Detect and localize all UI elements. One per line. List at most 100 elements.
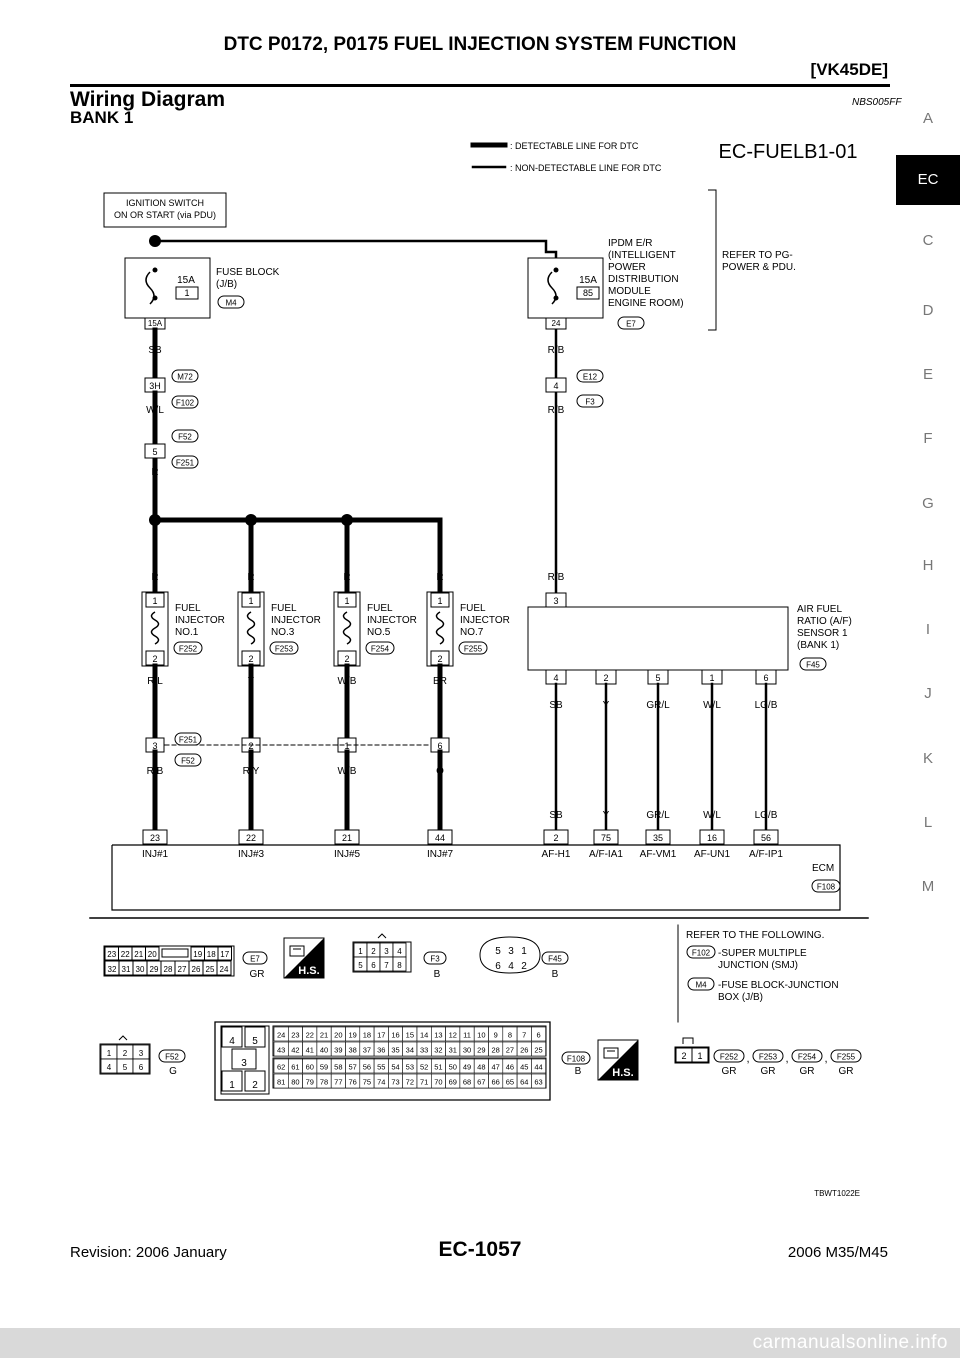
connector-f108-pin: 44 <box>534 1063 542 1072</box>
injector-label-2: NO.3 <box>271 627 295 638</box>
ecm-label-af-1: AF-H1 <box>542 849 571 860</box>
refer-tag-f102 <box>686 945 716 959</box>
connector-f108-pin: 36 <box>377 1046 385 1055</box>
connector-f45-tag-label: F45 <box>548 955 562 964</box>
side-index-g[interactable]: G <box>922 495 934 512</box>
injector-pin-top-3-label: 1 <box>344 596 349 606</box>
side-index-a[interactable]: A <box>922 110 933 127</box>
fuse-block-number-label: 1 <box>184 288 189 298</box>
connector-injector-comma-1: , <box>746 1053 749 1065</box>
ecm-pin-af-1-label: 2 <box>553 833 558 843</box>
connector-f108-cell <box>531 1026 547 1042</box>
connector-f108-pin: 28 <box>491 1046 499 1055</box>
side-index-e[interactable]: E <box>922 366 933 383</box>
injector-wire-in-label-2: R <box>247 572 254 583</box>
diagram-id: EC-FUELB1-01 <box>719 141 858 163</box>
connector-f108-pin: 43 <box>277 1046 285 1055</box>
af-sensor-pin-5-label: 6 <box>763 673 768 683</box>
hs-badge-f108-text: H.S. <box>612 1067 633 1079</box>
side-index-f[interactable]: F <box>923 430 933 447</box>
connector-e7-pin: 17 <box>220 950 229 959</box>
fuse-block-amps: 15A <box>177 275 195 286</box>
ecm-pin-af-3 <box>645 829 671 845</box>
connector-injector-tag-1 <box>713 1049 745 1063</box>
engine-model: [VK45DE] <box>810 60 888 79</box>
connector-injector-color-3: GR <box>800 1066 815 1077</box>
connector-f108-tag <box>561 1051 591 1065</box>
side-index-ec[interactable]: EC <box>896 155 960 205</box>
connector-f108-pin: 66 <box>491 1078 499 1087</box>
injector-label-1: NO.1 <box>175 627 199 638</box>
connector-f108-pin: 21 <box>320 1031 328 1040</box>
ignition-switch-box <box>103 192 227 228</box>
connector-f108-pin: 30 <box>463 1046 471 1055</box>
connector-e7-pin: 29 <box>150 965 159 974</box>
side-index-l[interactable]: L <box>923 814 933 831</box>
side-index-j[interactable]: J <box>924 685 932 702</box>
connector-f3-pin: 7 <box>384 961 389 970</box>
ipdm-dot-bottom <box>553 295 559 301</box>
af-wire-label-bottom-4: W/L <box>703 810 721 821</box>
ecm-label-inj-2: INJ#3 <box>238 849 265 860</box>
connector-f102 <box>171 395 199 409</box>
af-sensor-pin-4-label: 1 <box>709 673 714 683</box>
side-index-h[interactable]: H <box>922 557 934 574</box>
connector-f108-pin: 63 <box>534 1078 542 1087</box>
connector-f3-tag-label: F3 <box>430 955 440 964</box>
connector-f251-top <box>171 455 199 469</box>
ecm-label-af-2: A/F-IA1 <box>589 849 623 860</box>
ecm-label-inj-4: INJ#7 <box>427 849 454 860</box>
fuse-block-terminal-label: 15A <box>148 319 163 328</box>
connector-f108-pin: 8 <box>508 1031 512 1040</box>
connector-f108-pin: 55 <box>377 1063 385 1072</box>
side-index-k[interactable]: K <box>922 750 933 767</box>
connector-f108-pin: 9 <box>494 1031 498 1040</box>
connector-f108-pin: 59 <box>320 1063 328 1072</box>
connector-f52-pin: 1 <box>107 1049 112 1058</box>
connector-f108-pin: 62 <box>277 1063 285 1072</box>
injector-connector-1 <box>173 641 203 655</box>
connector-f108-pin: 70 <box>434 1078 442 1087</box>
refer-bracket <box>708 189 717 331</box>
connector-e7-pin: 18 <box>207 950 216 959</box>
connector-f108-pin: 19 <box>348 1031 356 1040</box>
connector-f45-pin: 1 <box>521 946 527 957</box>
connector-e7-pin: 19 <box>193 950 202 959</box>
connector-f108-pin: 11 <box>463 1031 471 1040</box>
connector-e7-pin: 32 <box>108 965 117 974</box>
connector-f108-pin: 27 <box>506 1046 514 1055</box>
connector-injector-tag-4-label: F255 <box>837 1053 856 1062</box>
connector-f108-pin: 12 <box>449 1031 457 1040</box>
injector-connector-3 <box>365 641 395 655</box>
side-index-d[interactable]: D <box>922 302 934 319</box>
side-index-i[interactable]: I <box>925 621 931 638</box>
connector-f52-pin: 2 <box>123 1049 128 1058</box>
af-wire-label-bottom-2: Y <box>603 810 610 821</box>
connector-f108-pin: 56 <box>363 1063 371 1072</box>
side-index-m[interactable]: M <box>921 878 935 895</box>
connector-f108-pin: 81 <box>277 1078 285 1087</box>
connector-injector-pin-1-label: 1 <box>697 1051 702 1061</box>
connector-f108-pin-3-label: 3 <box>241 1058 247 1069</box>
injector-pin-bottom-1-label: 2 <box>152 654 157 664</box>
connector-m72 <box>171 369 199 383</box>
connector-f108-cell <box>531 1073 547 1089</box>
injector-connector-1-label: F252 <box>179 645 198 654</box>
side-index-c[interactable]: C <box>922 232 934 249</box>
connector-f108-pin-2 <box>244 1070 266 1092</box>
connector-f108-pin: 48 <box>477 1063 485 1072</box>
connector-f108-pin: 69 <box>449 1078 457 1087</box>
wiring-diagram: : DETECTABLE LINE FOR DTC: NON-DETECTABL… <box>89 141 869 1198</box>
connector-e7-key <box>161 948 189 958</box>
connector-e7-tag <box>242 951 268 965</box>
ipdm-number <box>576 286 600 300</box>
refer-following-title: REFER TO THE FOLLOWING. <box>686 930 824 941</box>
hs-badge-e7-text: H.S. <box>298 965 319 977</box>
af-sensor-pin-3-label: 5 <box>655 673 660 683</box>
connector-f108-pin: 47 <box>491 1063 499 1072</box>
ecm-connector <box>811 879 841 893</box>
connector-f108-pin: 22 <box>306 1031 314 1040</box>
connector-f108-pin: 46 <box>506 1063 514 1072</box>
injector-connector-2 <box>269 641 299 655</box>
connector-f108-pin: 49 <box>463 1063 471 1072</box>
